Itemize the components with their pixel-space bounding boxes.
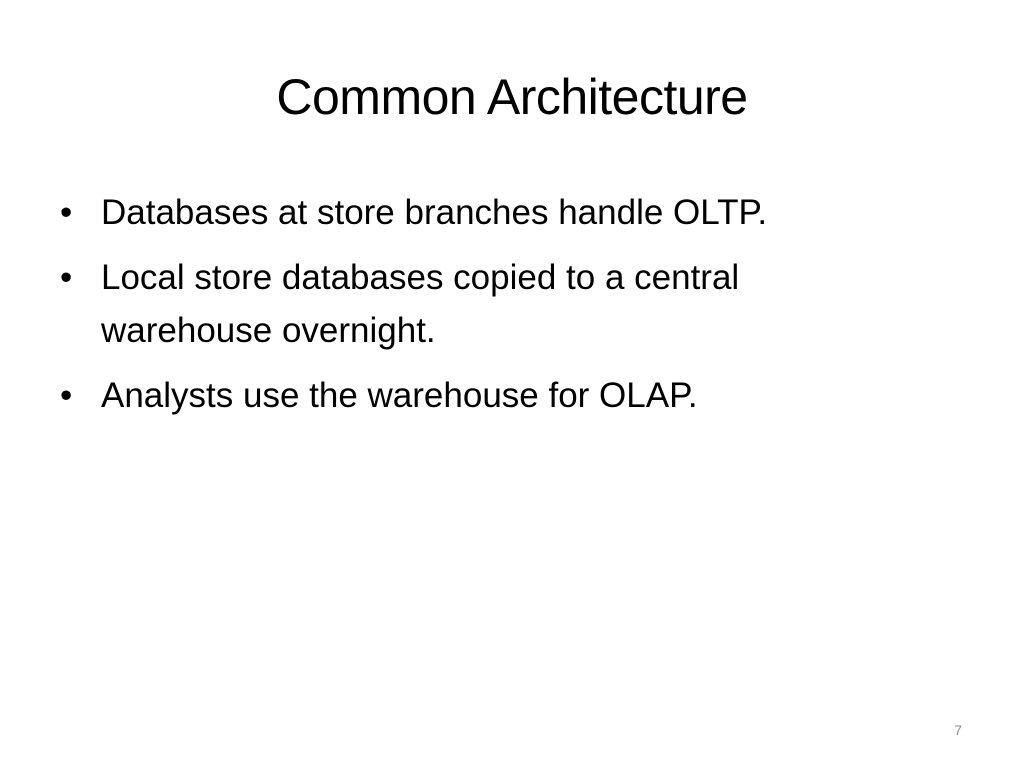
slide-title: Common Architecture [276, 69, 748, 125]
bullet-list: • Databases at store branches handle OLT… [60, 186, 960, 434]
bullet-text: Analysts use the warehouse for OLAP. [101, 376, 698, 415]
bullet-text: Databases at store branches handle OLTP. [101, 193, 768, 232]
bullet-marker: • [60, 258, 73, 297]
bullet-item: • Local store databases copied to a cent… [60, 251, 960, 357]
bullet-marker: • [60, 376, 73, 415]
bullet-item: • Analysts use the warehouse for OLAP. [60, 369, 960, 422]
bullet-text: Local store databases copied to a centra… [101, 258, 740, 350]
page-number: 7 [954, 722, 962, 738]
bullet-item: • Databases at store branches handle OLT… [60, 186, 960, 239]
bullet-marker: • [60, 193, 73, 232]
